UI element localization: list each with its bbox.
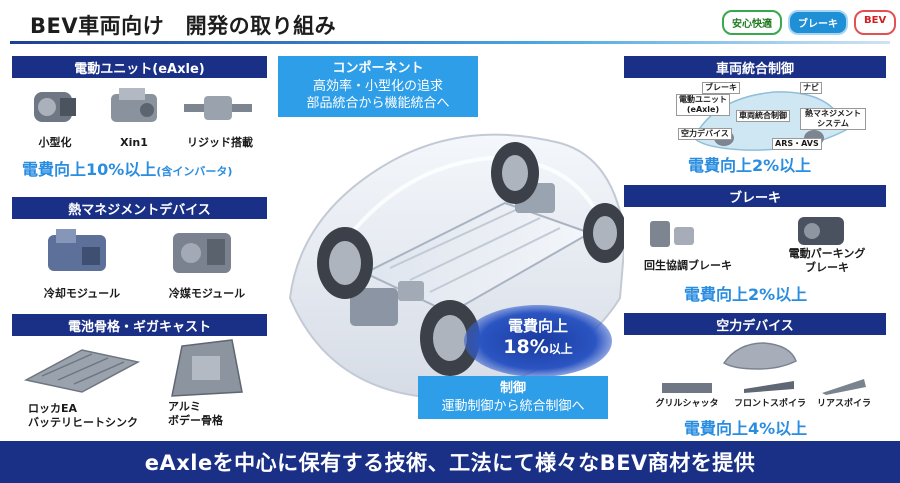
panel-aero: グリルシャッタ フロントスポイラ リアスポイラ 電費向上4%以上 (624, 335, 886, 439)
grille-shutter-image (662, 383, 712, 393)
battery-item-aluminum-line2: ボデー骨格 (168, 413, 223, 427)
thermal-item-cooling: 冷却モジュール (43, 287, 121, 300)
eaxle-gain: 電費向上10%以上(含インバータ) (22, 156, 232, 180)
panel-vehicle-header: 車両統合制御 (624, 56, 886, 78)
vehicle-label-integrated: 車両統合制御 (736, 110, 790, 122)
tag-brake: ブレーキ (788, 10, 848, 35)
panel-brake-header: ブレーキ (624, 185, 886, 207)
battery-item-rocker-line2: バッテリヒートシンク (28, 415, 138, 429)
brake-item-epb: 電動パーキング ブレーキ (772, 247, 882, 275)
total-gain-label: 電費向上 (507, 317, 568, 335)
total-gain-suffix: 以上 (548, 342, 573, 356)
panel-thermal-header: 熱マネジメントデバイス (12, 197, 267, 219)
total-gain-value: 18% (503, 336, 549, 358)
total-gain-oval: 電費向上 18%以上 (464, 305, 612, 377)
eaxle-item-rigid: リジッド搭載 (187, 136, 253, 149)
vehicle-label-navi: ナビ (800, 82, 822, 94)
electric-parking-brake-image (798, 217, 844, 245)
battery-item-rocker-line1: ロッカEA (28, 402, 78, 415)
panel-brake: 回生協調ブレーキ 電動パーキング ブレーキ 電費向上2%以上 (624, 207, 886, 305)
refrigerant-module-image (173, 233, 231, 273)
eaxle-gain-main: 電費向上10%以上 (22, 160, 157, 179)
page-title: BEV車両向け 開発の取り組み (30, 14, 337, 38)
eaxle-rigid-image (184, 96, 252, 120)
vehicle-label-aero: 空力デバイス (678, 128, 732, 140)
battery-item-rocker: ロッカEA バッテリヒートシンク (28, 402, 138, 430)
regen-brake-image (650, 221, 694, 247)
aluminum-body-image (171, 339, 243, 397)
aero-car-image (722, 342, 797, 370)
aero-item-grille: グリルシャッタ (655, 399, 719, 409)
panel-eaxle: 小型化 Xin1 リジッド搭載 電費向上10%以上(含インバータ) (12, 78, 267, 190)
eaxle-item-compact: 小型化 (38, 136, 72, 149)
title-rule (10, 41, 890, 44)
control-callout: 制御 運動制御から統合制御へ (418, 376, 608, 420)
battery-item-aluminum-line1: アルミ (168, 400, 201, 413)
component-line1: 高効率・小型化の追求 (312, 78, 443, 94)
eaxle-compact-image (34, 92, 76, 122)
front-spoiler-image (744, 381, 794, 393)
tag-bev: BEV (854, 10, 897, 35)
total-gain-value-row: 18%以上 (464, 336, 612, 358)
brake-item-epb-line1: 電動パーキング (788, 247, 866, 260)
tag-safety: 安心快適 (722, 10, 782, 35)
footer-banner: eAxleを中心に保有する技術、工法にて様々なBEV商材を提供 (0, 441, 900, 483)
eaxle-gain-note: (含インバータ) (156, 165, 233, 178)
aero-item-front: フロントスポイラ (733, 399, 806, 409)
vehicle-label-thermal: 熱マネジメント システム (800, 108, 866, 130)
vehicle-label-eaxle: 電動ユニット (eAxle) (676, 94, 730, 116)
heatsink-image (23, 349, 141, 393)
aero-item-rear: リアスポイラ (816, 399, 871, 409)
thermal-item-refrigerant: 冷媒モジュール (168, 287, 246, 300)
eaxle-xin1-image (111, 88, 157, 122)
aero-gain: 電費向上4%以上 (684, 419, 808, 438)
panel-thermal: 冷却モジュール 冷媒モジュール (12, 219, 267, 307)
vehicle-label-brake: ブレーキ (702, 82, 740, 94)
vehicle-label-ars: ARS・AVS (772, 138, 822, 150)
eaxle-item-xin1: Xin1 (120, 136, 148, 149)
panel-battery-header: 電池骨格・ギガキャスト (12, 314, 267, 336)
car-chassis-illustration (288, 133, 627, 400)
control-line1: 運動制御から統合制御へ (441, 398, 585, 414)
cooling-module-image (48, 229, 106, 271)
panel-vehicle: ブレーキ ナビ 電動ユニット (eAxle) 車両統合制御 熱マネジメント シス… (624, 78, 886, 178)
panel-battery: ロッカEA バッテリヒートシンク アルミ ボデー骨格 (12, 336, 267, 440)
component-line2: 部品統合から機能統合へ (306, 96, 450, 112)
brake-gain: 電費向上2%以上 (684, 285, 808, 304)
brake-item-epb-line2: ブレーキ (805, 260, 849, 274)
brake-item-regen: 回生協調ブレーキ (644, 259, 732, 272)
component-callout: コンポーネント 高効率・小型化の追求 部品統合から機能統合へ (278, 56, 478, 117)
panel-eaxle-header: 電動ユニット(eAxle) (12, 56, 267, 78)
battery-item-aluminum: アルミ ボデー骨格 (168, 400, 258, 428)
control-title: 制御 (499, 381, 526, 396)
category-tags: 安心快適 ブレーキ BEV (722, 10, 897, 35)
panel-aero-header: 空力デバイス (624, 313, 886, 335)
component-title: コンポーネント (332, 61, 424, 76)
rear-spoiler-image (822, 379, 866, 395)
vehicle-gain: 電費向上2%以上 (688, 156, 812, 175)
